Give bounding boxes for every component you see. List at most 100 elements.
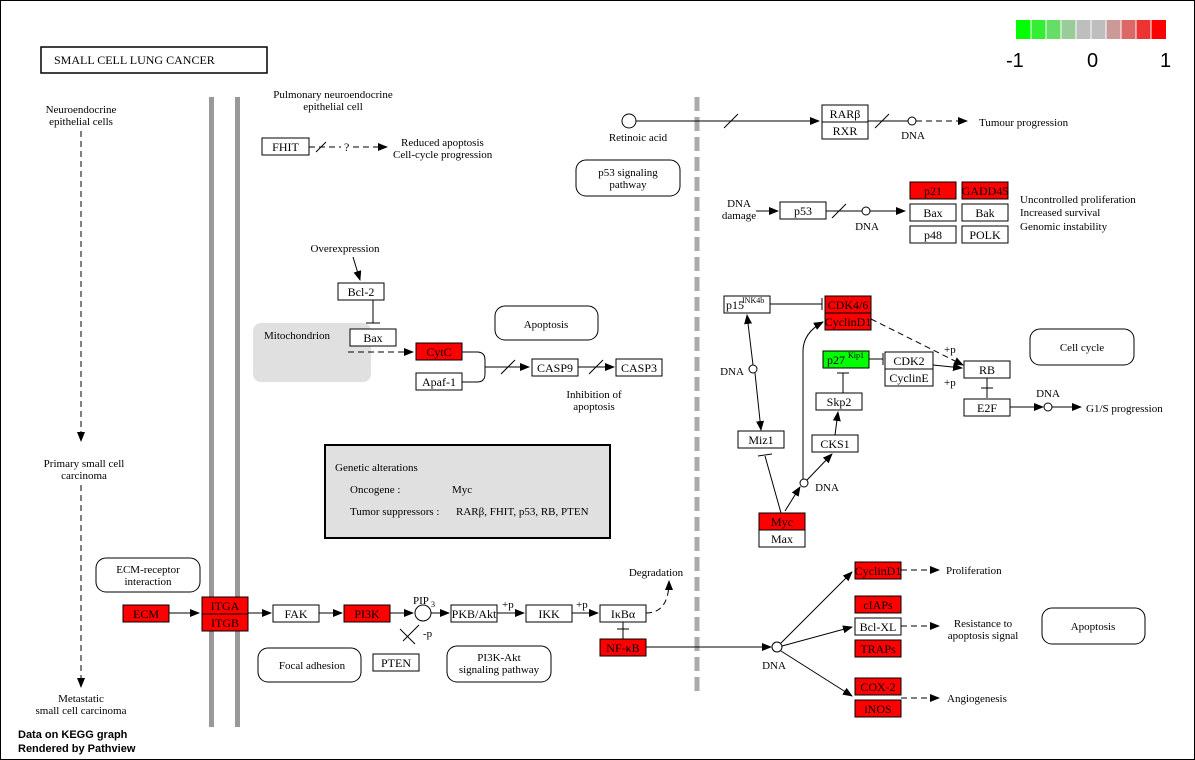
pathway-p53[interactable]	[575, 159, 681, 197]
cdk46-rb-arrow	[870, 318, 964, 366]
legend-swatch	[1136, 20, 1151, 39]
gene-polk[interactable]	[961, 225, 1009, 244]
cks1-skp2-arrow	[832, 411, 841, 436]
plusp-label-1: +p	[944, 344, 956, 356]
gene-rxr[interactable]	[821, 121, 869, 140]
gene-fak-label: FAK	[284, 607, 307, 621]
myc-dna-arrow	[784, 486, 801, 512]
page-title: SMALL CELL LUNG CANCER	[54, 53, 215, 67]
gene-bcl2[interactable]	[337, 282, 385, 301]
gene-pten-label: PTEN	[381, 656, 411, 670]
gene-p15-label: p15	[726, 298, 744, 312]
gene-max-label: Max	[771, 532, 793, 546]
angiogenesis-label: Angiogenesis	[947, 693, 1007, 705]
reduced-label-1: Reduced apoptosis	[401, 137, 484, 149]
gene-gadd45-label: GADD45	[962, 184, 1009, 198]
gene-inos-label: iNOS	[864, 702, 891, 716]
pathway-ecm-label-2: interaction	[124, 576, 172, 588]
dna-label-3: DNA	[720, 366, 744, 378]
gene-ciaps[interactable]	[854, 595, 902, 614]
dna-miz1-arrow	[754, 372, 765, 431]
gene-p48[interactable]	[909, 225, 957, 244]
gene-casp3-label: CASP3	[621, 361, 657, 375]
degradation-label: Degradation	[629, 567, 684, 579]
plusp-label-2: +p	[944, 377, 956, 389]
gene-itga-label: ITGA	[211, 599, 240, 613]
dna-node-6	[771, 641, 783, 653]
gene-cdk46-label: CDK4/6	[828, 298, 869, 312]
gene-pten[interactable]	[372, 653, 420, 672]
retinoic-acid-node[interactable]	[621, 113, 637, 129]
gene-pi3k-label: PI3K	[354, 607, 380, 621]
gene-casp3[interactable]	[615, 358, 663, 377]
pathway-pi3k-akt[interactable]	[446, 645, 552, 683]
dnadamage-label-1: DNA	[727, 198, 751, 210]
gene-p21-label: p21	[924, 184, 942, 198]
dna-p15-arrow	[744, 314, 754, 366]
legend-swatch	[1046, 20, 1061, 39]
gene-itgb-label: ITGB	[211, 616, 239, 630]
gene-apaf1-label: Apaf-1	[422, 375, 456, 389]
pathway-focal-adhesion[interactable]	[257, 647, 362, 683]
resistance-label-2: apoptosis signal	[948, 630, 1019, 642]
pathway-ecm-label-1: ECM-receptor	[116, 564, 180, 576]
question-mark: ?	[344, 140, 349, 154]
gene-bax[interactable]	[909, 203, 957, 222]
gene-casp9-label: CASP9	[537, 361, 573, 375]
gene-inos[interactable]	[854, 699, 902, 718]
dna-label-6: DNA	[762, 660, 786, 672]
gene-rarb-label: RARβ	[830, 107, 861, 121]
pathway-cellcycle[interactable]	[1029, 328, 1135, 366]
pathway-apoptosis-1[interactable]	[494, 305, 599, 341]
dna-node-5	[799, 478, 809, 488]
gene-gadd45[interactable]	[961, 181, 1009, 200]
gene-ikba-label: IκBα	[611, 607, 636, 621]
gene-nfkb-label: NF-κB	[606, 641, 639, 655]
gene-bak-label: Bak	[975, 206, 994, 220]
gene-p21[interactable]	[909, 181, 957, 200]
genetic-title: Genetic alterations	[335, 462, 418, 474]
gene-miz1[interactable]	[737, 430, 785, 449]
membrane-1	[209, 97, 214, 727]
legend-min: -1	[1006, 50, 1024, 72]
footer-line-1: Data on KEGG graph	[18, 729, 128, 741]
dna-cyclind1-arrow	[802, 321, 824, 479]
genetic-alterations-box	[324, 444, 611, 539]
pathway-pi3k-label-2: signaling pathway	[459, 664, 540, 676]
gene-bak[interactable]	[961, 203, 1009, 222]
minusp-label: -p	[423, 628, 433, 640]
oncogene-label: Oncogene :	[350, 484, 400, 496]
gene-e2f-label: E2F	[977, 401, 997, 415]
gene-skp2-label: Skp2	[827, 395, 852, 409]
uncontrolled-label-2: Increased survival	[1020, 207, 1100, 219]
pip3-node[interactable]	[414, 604, 432, 622]
cdk2-rb-arrow	[932, 363, 963, 372]
gene-polk-label: POLK	[969, 228, 1001, 242]
pathway-cellcycle-label: Cell cycle	[1060, 342, 1104, 354]
title-box	[40, 46, 268, 74]
gene-bax-mito-label: Bax	[363, 331, 382, 345]
rar-loss-mark	[874, 113, 890, 129]
gene-cyclind1-a[interactable]	[824, 312, 872, 331]
gene-bax-mito[interactable]	[349, 328, 397, 347]
pathway-ecm[interactable]	[95, 557, 201, 593]
gene-traps[interactable]	[854, 639, 902, 658]
gene-skp2[interactable]	[815, 392, 863, 411]
legend-mid: 0	[1087, 50, 1098, 72]
gene-p48-label: p48	[924, 228, 942, 242]
suppressor-value: RARβ, FHIT, p53, RB, PTEN	[456, 506, 589, 518]
dnadamage-label-2: damage	[722, 210, 756, 222]
gene-itgb[interactable]	[201, 613, 249, 632]
dna-label-5: DNA	[815, 482, 839, 494]
pathway-apoptosis-2[interactable]	[1041, 607, 1146, 645]
gene-max[interactable]	[758, 529, 806, 548]
color-legend	[1016, 20, 1166, 39]
pten-cross	[399, 628, 416, 645]
neuro-label-2: epithelial cells	[49, 116, 113, 128]
gene-cdk2-label: CDK2	[893, 354, 924, 368]
gene-cox2[interactable]	[854, 677, 902, 696]
gene-p15-sup: INK4b	[742, 296, 764, 305]
gene-cycline[interactable]	[884, 368, 934, 387]
metastatic-label-2: small cell carcinoma	[35, 705, 126, 717]
ikba-degradation-arrow	[645, 580, 673, 614]
